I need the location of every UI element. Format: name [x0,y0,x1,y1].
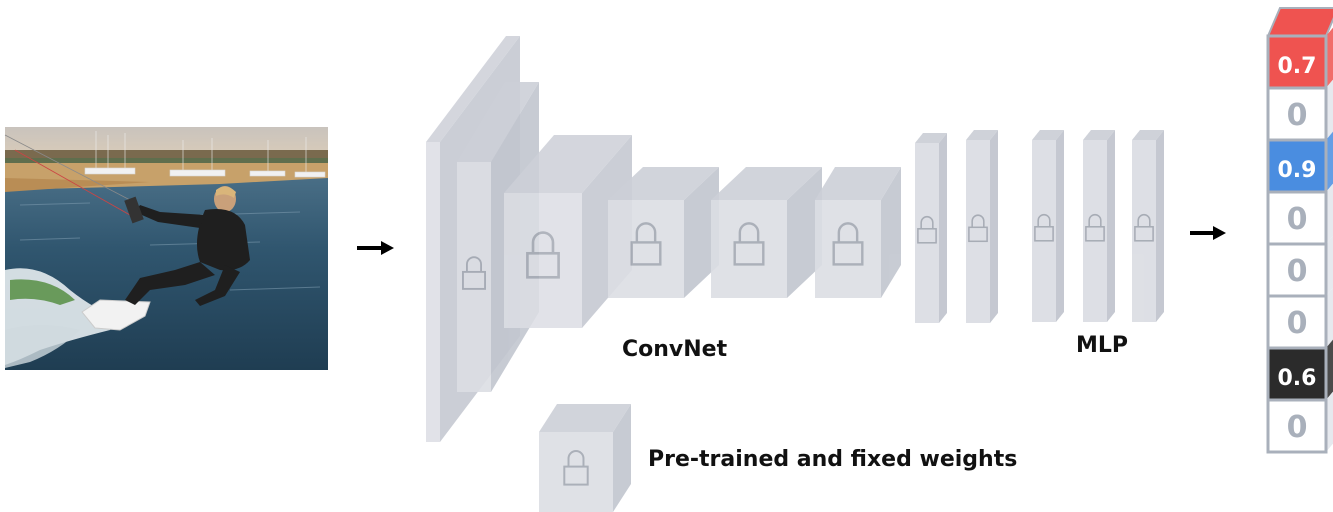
output-cell: 0 [1266,183,1333,246]
lock-icon [1085,214,1105,242]
output-cell-value: 0.9 [1278,158,1317,183]
network-blocks [426,36,1164,512]
conv-layer-5 [711,167,822,298]
output-cell: 0 [1266,79,1333,142]
lock-icon [462,256,486,290]
fc-layer-2 [966,130,998,323]
output-cell-value: 0 [1287,306,1308,341]
lock-icon [1134,214,1154,242]
convnet-label: ConvNet [622,337,728,362]
lock-icon [733,222,765,266]
output-cell-value: 0 [1287,410,1308,445]
lock-icon [1034,214,1054,242]
output-cell: 0 [1266,391,1333,454]
lock-icon [563,450,589,486]
lock-icon [630,222,662,266]
output-cell-value: 0 [1287,202,1308,237]
fc-layer-1 [915,133,947,323]
output-cell: 0 [1266,287,1333,350]
lock-icon [832,222,864,266]
lock-icon [917,215,937,244]
conv-layer-4 [608,167,719,298]
mlp-layer-1 [1032,130,1064,322]
input-photo [4,127,328,370]
output-cell-value: 0.7 [1278,54,1317,79]
output-cell [1266,7,1333,37]
arrow-right-icon [357,241,394,255]
conv-layer-6 [815,167,901,298]
legend-locked-block [539,404,631,512]
output-cell-value: 0.6 [1278,366,1317,391]
output-cell: 0.7 [1266,27,1333,90]
output-cell: 0 [1266,235,1333,298]
lock-icon [526,231,560,279]
mlp-layer-2 [1083,130,1115,322]
mlp-label: MLP [1076,333,1128,358]
legend-label: Pre-trained and fixed weights [648,447,1017,472]
output-vector: 0.7 0 0.9 0 0 0 0.6 0 [1266,7,1333,454]
arrow-right-icon [1190,226,1226,240]
lock-icon [968,214,988,243]
output-cell-value: 0 [1287,98,1308,133]
output-cell-value: 0 [1287,254,1308,289]
mlp-layer-3 [1132,130,1164,322]
